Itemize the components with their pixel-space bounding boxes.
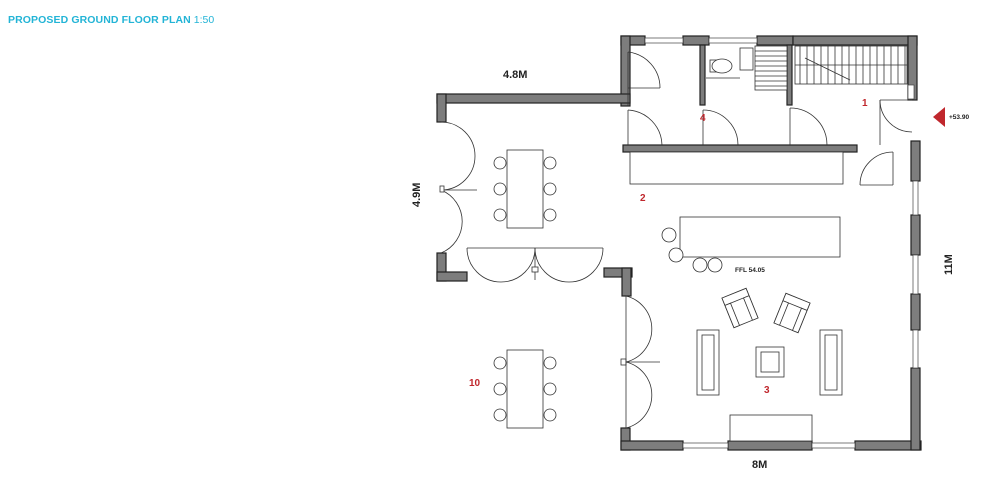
- chair: [543, 156, 557, 170]
- living-room: [696, 287, 843, 442]
- door-swing-top-left: [627, 51, 661, 89]
- armchair: [773, 292, 811, 334]
- wall-corner-side: [621, 267, 632, 297]
- partition-wall: [622, 144, 858, 153]
- stair-wall: [786, 44, 793, 106]
- wall-wing-bottom: [436, 271, 468, 282]
- entrance-marker-icon: [933, 107, 945, 127]
- folding-door-left-b: [440, 189, 463, 254]
- wall-right-top: [907, 35, 918, 101]
- window-right-top: [907, 84, 915, 100]
- window-top-b: [708, 37, 758, 44]
- dining-upper: [493, 149, 557, 229]
- chair: [543, 356, 557, 370]
- plan-title: PROPOSED GROUND FLOOR PLAN 1:50: [8, 14, 214, 26]
- dining-table: [506, 149, 544, 229]
- folding-door-left-a: [440, 121, 476, 191]
- chair: [493, 382, 507, 396]
- wall-bottom-a: [620, 440, 684, 451]
- window-right-a: [912, 180, 919, 216]
- stool: [661, 227, 677, 243]
- wall-left-upper: [620, 35, 631, 107]
- tv-unit: [729, 414, 813, 442]
- plan-title-main: PROPOSED GROUND FLOOR PLAN: [8, 14, 191, 26]
- wall-right-d: [910, 367, 921, 451]
- door-swing-room4-a: [627, 109, 663, 146]
- door-swing-lobby: [859, 151, 894, 186]
- dining-table: [506, 349, 544, 429]
- plan-scale: 1:50: [193, 14, 215, 26]
- wc-wall-left: [699, 44, 706, 106]
- chair: [493, 156, 507, 170]
- room-label-2: 2: [640, 193, 646, 204]
- window-right-c: [912, 329, 919, 369]
- chair: [543, 408, 557, 422]
- chair: [493, 408, 507, 422]
- walls: [436, 35, 922, 451]
- kitchen-counter: [629, 151, 844, 185]
- wall-right-a: [910, 140, 921, 182]
- stool: [707, 257, 723, 273]
- chair: [543, 382, 557, 396]
- dining-lower: [493, 349, 557, 429]
- staircase: [754, 45, 908, 91]
- dimension-left: 4.9M: [411, 183, 423, 207]
- window-top-a: [644, 37, 684, 44]
- wall-right-c: [910, 293, 921, 331]
- chair: [493, 208, 507, 222]
- stair-flight: [754, 45, 788, 91]
- wall-top-b: [682, 35, 710, 46]
- chair: [543, 208, 557, 222]
- door-swing-stair: [789, 107, 828, 146]
- wall-wing-left-top: [436, 93, 447, 123]
- kitchen: [629, 151, 844, 273]
- folding-door-bottom-b: [534, 247, 604, 283]
- stool: [668, 247, 684, 263]
- chair: [543, 182, 557, 196]
- doors: [439, 51, 913, 429]
- chair: [493, 356, 507, 370]
- room-label-1: 1: [862, 98, 868, 109]
- folding-door-bottom-a: [466, 247, 536, 283]
- wall-right-b: [910, 214, 921, 256]
- wall-top-d: [792, 35, 918, 46]
- window-right-b: [912, 254, 919, 295]
- wc: [706, 47, 754, 79]
- folding-door-living-b: [625, 361, 653, 429]
- window-bottom-a: [682, 442, 729, 449]
- ffl-level: FFL 54.05: [735, 267, 765, 274]
- wc-basin: [739, 47, 754, 71]
- folding-door-living-a: [625, 295, 653, 363]
- windows: [644, 37, 919, 449]
- chair: [493, 182, 507, 196]
- wall-corner-top: [603, 267, 633, 278]
- room-label-10: 10: [469, 378, 481, 389]
- wall-wing-top: [436, 93, 631, 104]
- kitchen-island: [679, 216, 841, 258]
- wall-bottom-b: [727, 440, 813, 451]
- armchair: [721, 287, 759, 329]
- wall-top-c: [756, 35, 794, 46]
- dimension-right: 11M: [943, 254, 955, 275]
- door-swing-room4-b: [702, 109, 739, 146]
- room-label-4: 4: [700, 113, 706, 124]
- door-swing-entrance: [879, 99, 913, 133]
- stool: [692, 257, 708, 273]
- toilet-icon: [711, 58, 733, 74]
- room-label-3: 3: [764, 385, 770, 396]
- dimension-bottom: 8M: [752, 459, 767, 471]
- dimension-top: 4.8M: [503, 69, 527, 81]
- stair-break-line: [804, 57, 851, 81]
- window-bottom-b: [811, 442, 856, 449]
- entrance-level: +53.90: [949, 114, 969, 121]
